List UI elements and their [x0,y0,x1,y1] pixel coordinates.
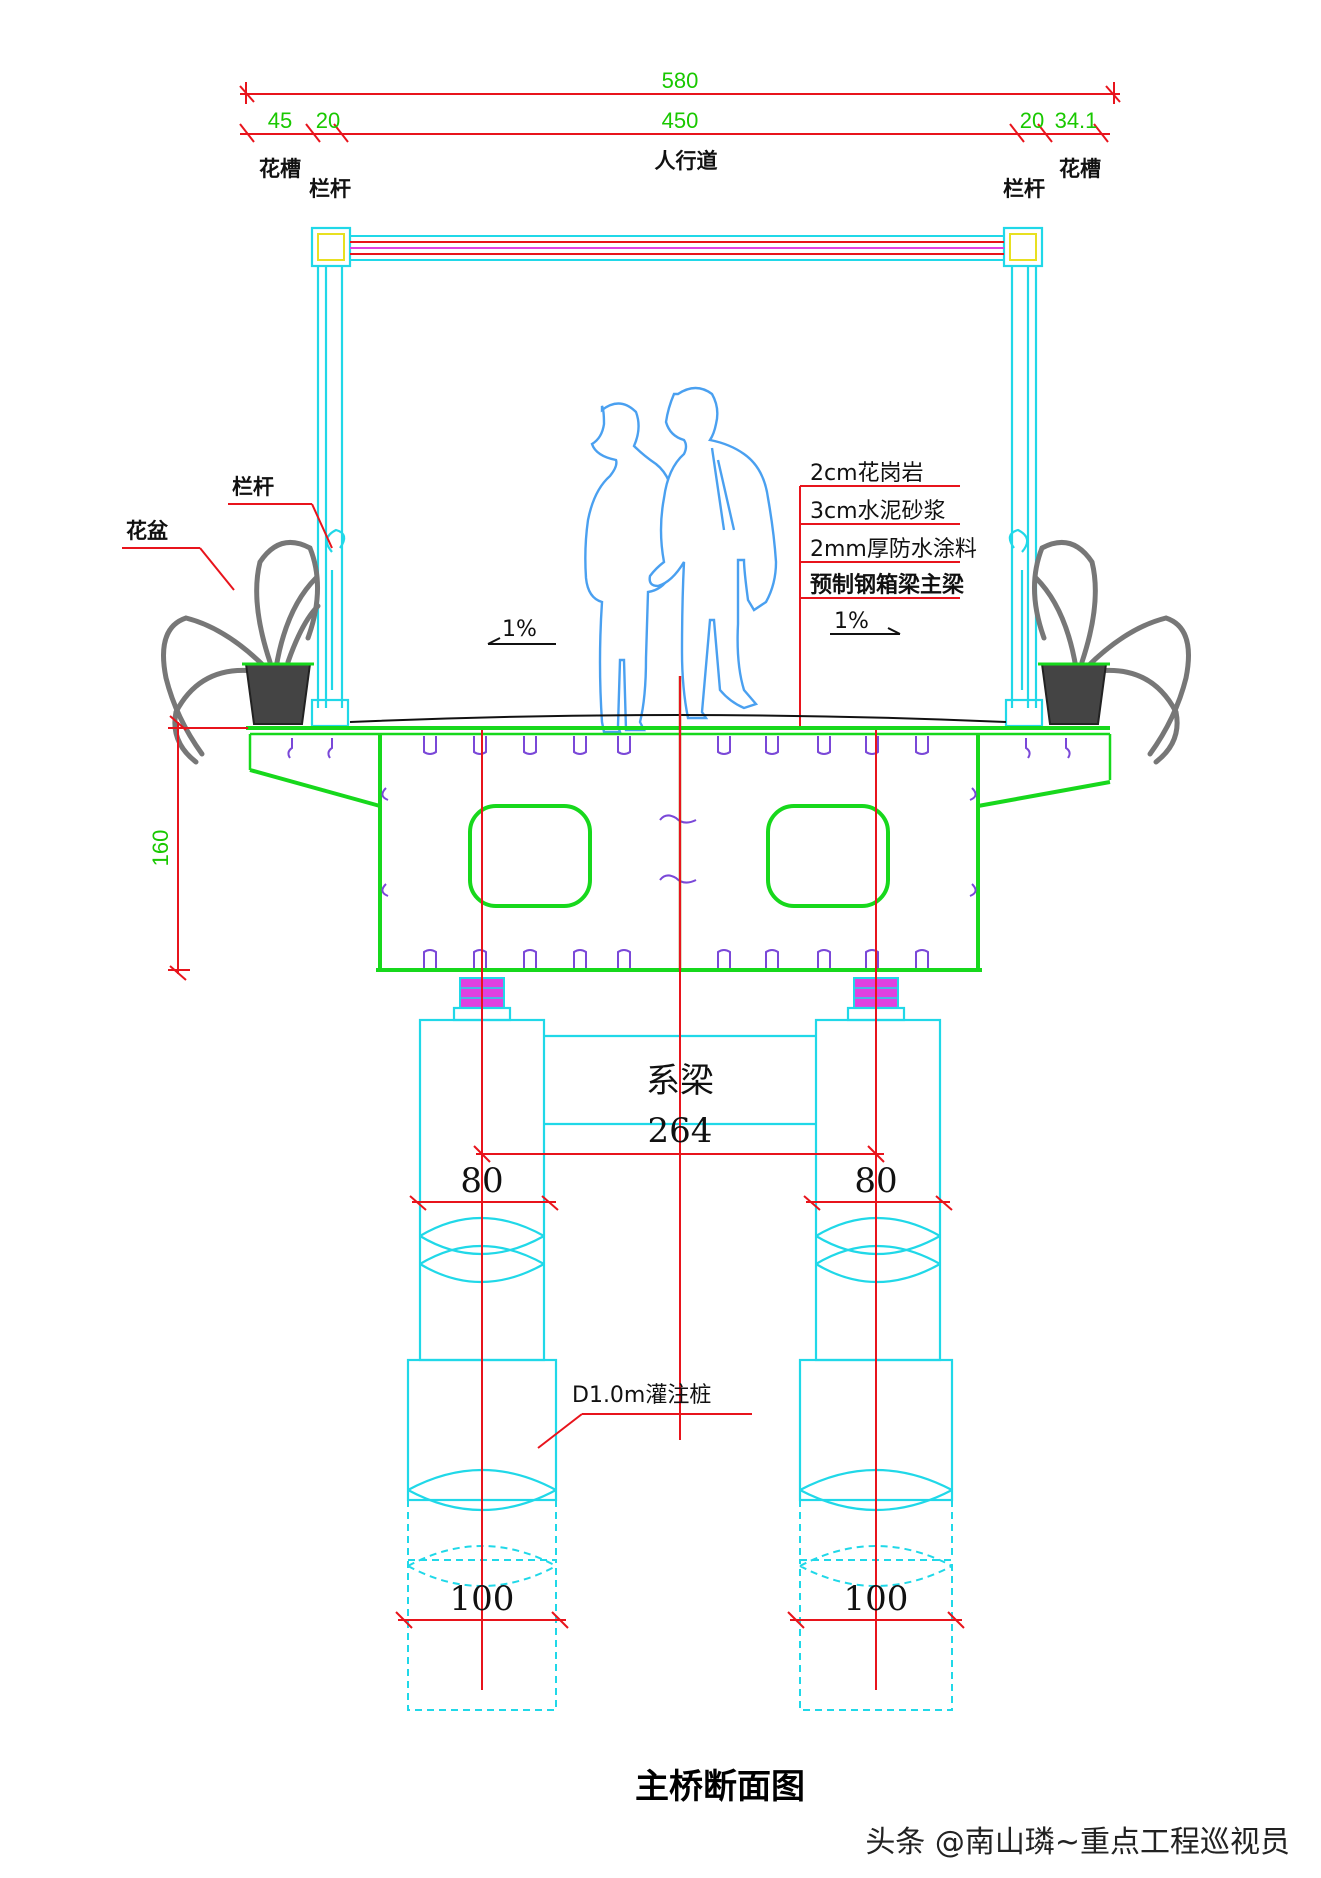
pedestrian-man [648,386,778,720]
column-width-right-label: 80 [854,1161,897,1201]
flower-pot-label: 花盆 [126,519,169,543]
flower-trough-left-label: 花槽 [259,157,301,181]
centerlines [481,676,877,1690]
layer-3-label: 2mm厚防水涂料 [810,537,977,562]
railing-side-label: 栏杆 [232,475,274,499]
girder-depth-dimension: 160 [148,715,248,981]
pile-callout: D1.0m灌注桩 [537,1383,752,1449]
pile-diameter-left-label: 100 [450,1579,515,1619]
flower-pot-left [161,539,321,765]
railing-top-right-label: 栏杆 [1003,177,1045,201]
pedestrian-woman [584,402,679,734]
top-dimension-group: 580 45 20 450 20 34.1 花槽 栏杆 人行道 栏杆 花槽 [239,68,1121,201]
slope-right-label: 1% [834,609,869,634]
watermark: 头条 @南山璘~重点工程巡视员 [865,1825,1290,1860]
walkway-dim: 450 [662,108,699,133]
railing-frame [310,226,1044,728]
railing-right-dim: 20 [1020,108,1044,133]
steel-box-girder [246,676,1112,972]
tie-beam-span-dimension: 264 [473,1111,885,1163]
layer-1-label: 2cm花岗岩 [810,461,924,486]
flower-trough-left-dim: 45 [268,108,292,133]
layer-4-label: 预制钢箱梁主梁 [810,572,964,598]
girder-depth-label: 160 [148,830,173,867]
tie-beam-label: 系梁 [646,1061,714,1101]
flower-pot-right [1032,539,1191,765]
column-width-left-label: 80 [460,1161,503,1201]
pedestrian-figures [584,386,778,734]
deck-layers-callout: 2cm花岗岩 3cm水泥砂浆 2mm厚防水涂料 预制钢箱梁主梁 [799,461,977,730]
flower-trough-right-label: 花槽 [1059,157,1101,181]
railing-left-dim: 20 [316,108,340,133]
walkway-label: 人行道 [655,149,718,173]
girder-stiffeners [287,736,1071,968]
total-width-label: 580 [662,68,699,93]
pile-diameter-dimensions: 100 100 [395,1579,965,1629]
layer-2-label: 3cm水泥砂浆 [810,499,946,524]
tie-beam-span-label: 264 [648,1111,713,1151]
column-width-dimensions: 80 80 [409,1161,953,1211]
pile-label: D1.0m灌注桩 [572,1383,711,1408]
drawing-caption: 主桥断面图 [635,1767,805,1807]
flower-trough-right-dim: 34.1 [1055,108,1098,133]
railing-top-left-label: 栏杆 [309,177,351,201]
slope-left-label: 1% [502,617,537,642]
pile-diameter-right-label: 100 [844,1579,909,1619]
slope-marks: 1% 1% [487,609,901,645]
